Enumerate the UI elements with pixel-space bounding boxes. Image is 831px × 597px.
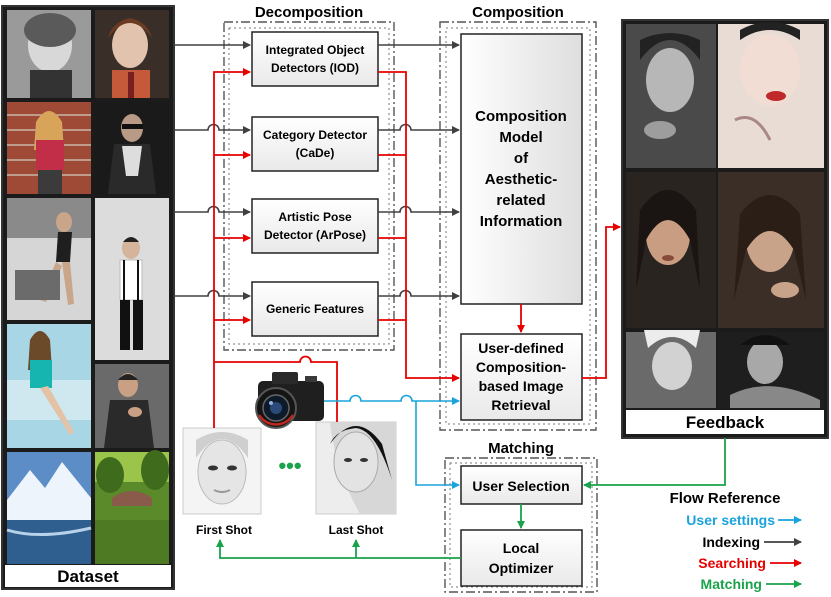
svg-text:Information: Information [480, 213, 563, 230]
svg-text:Retrieval: Retrieval [491, 397, 550, 413]
generic-features-box: Generic Features [251, 281, 379, 337]
composition-title: Composition [472, 4, 564, 21]
generic-features-label: Generic Features [266, 302, 364, 316]
feedback-photo-2 [718, 22, 824, 168]
svg-text:Composition: Composition [475, 108, 567, 125]
first-shot-label: First Shot [196, 523, 252, 537]
matching-title: Matching [488, 440, 554, 457]
user-settings-arrows [324, 394, 460, 489]
arpose-box: Artistic Pose Detector (ArPose) [251, 198, 379, 254]
svg-text:of: of [514, 150, 529, 167]
first-shot-photo [182, 427, 262, 515]
iod-box: Integrated Object Detectors (IOD) [251, 31, 379, 87]
composition-section [439, 21, 597, 431]
feedback-photo-5 [626, 330, 716, 408]
user-selection-label: User Selection [472, 478, 569, 494]
legend: Flow Reference User settings Indexing Se… [670, 490, 802, 592]
legend-searching-label: Searching [698, 555, 766, 571]
feedback-label: Feedback [686, 413, 765, 432]
legend-title: Flow Reference [670, 490, 781, 507]
composition-section-inner [445, 27, 591, 425]
iod-label-line2: Detectors (IOD) [271, 61, 359, 75]
arpose-label-line2: Detector (ArPose) [264, 228, 366, 242]
feedback-panel: Feedback [621, 19, 829, 439]
decomposition-section-inner [228, 27, 390, 345]
matching-arrows [216, 438, 726, 559]
legend-indexing-label: Indexing [702, 534, 760, 550]
dataset-photo-4 [95, 102, 169, 194]
searching-arrows [213, 68, 621, 428]
svg-text:related: related [496, 192, 545, 209]
dataset-photo-8 [95, 364, 169, 448]
svg-text:Model: Model [499, 129, 542, 146]
dataset-photo-2 [95, 10, 169, 98]
user-selection-box: User Selection [460, 465, 583, 505]
cade-label-line1: Category Detector [263, 128, 367, 142]
legend-user-settings-label: User settings [686, 512, 775, 528]
svg-text:Aesthetic-: Aesthetic- [485, 171, 558, 188]
local-optimizer-box: Local Optimizer [460, 529, 583, 587]
last-shot-photo [315, 421, 397, 515]
dataset-photo-10 [95, 450, 169, 564]
last-shot-label: Last Shot [329, 523, 384, 537]
svg-text:Local: Local [503, 540, 540, 556]
feedback-photo-1 [626, 24, 716, 168]
svg-text:based Image: based Image [479, 378, 564, 394]
dataset-photo-6 [95, 198, 169, 360]
svg-text:User-defined: User-defined [478, 340, 564, 356]
decomposition-title: Decomposition [255, 4, 363, 21]
ellipsis-dots: ••• [278, 453, 301, 478]
feedback-photo-4 [718, 172, 824, 328]
dslr-camera-icon [255, 372, 324, 429]
feedback-photo-3 [626, 172, 716, 328]
retrieval-box: User-defined Composition- based Image Re… [460, 333, 583, 421]
dataset-photo-7 [7, 324, 91, 448]
matching-section-inner [449, 462, 593, 588]
cade-label-line2: (CaDe) [296, 146, 335, 160]
cade-box: Category Detector (CaDe) [251, 116, 379, 172]
iod-label-line1: Integrated Object [266, 43, 365, 57]
matching-section [444, 457, 598, 593]
feedback-photo-6 [718, 332, 824, 408]
dataset-label: Dataset [57, 567, 119, 586]
dataset-photo-1 [7, 10, 91, 98]
arpose-label-line1: Artistic Pose [278, 210, 352, 224]
dataset-panel: Dataset [1, 5, 175, 590]
legend-matching-label: Matching [701, 576, 762, 592]
composition-model-box: Composition Model of Aesthetic- related … [460, 33, 583, 305]
dataset-photo-9 [6, 452, 92, 564]
decomposition-section [223, 21, 395, 351]
dataset-photo-5 [7, 198, 91, 320]
svg-text:Composition-: Composition- [476, 359, 567, 375]
svg-text:Optimizer: Optimizer [489, 560, 554, 576]
dataset-photo-3 [7, 102, 91, 194]
